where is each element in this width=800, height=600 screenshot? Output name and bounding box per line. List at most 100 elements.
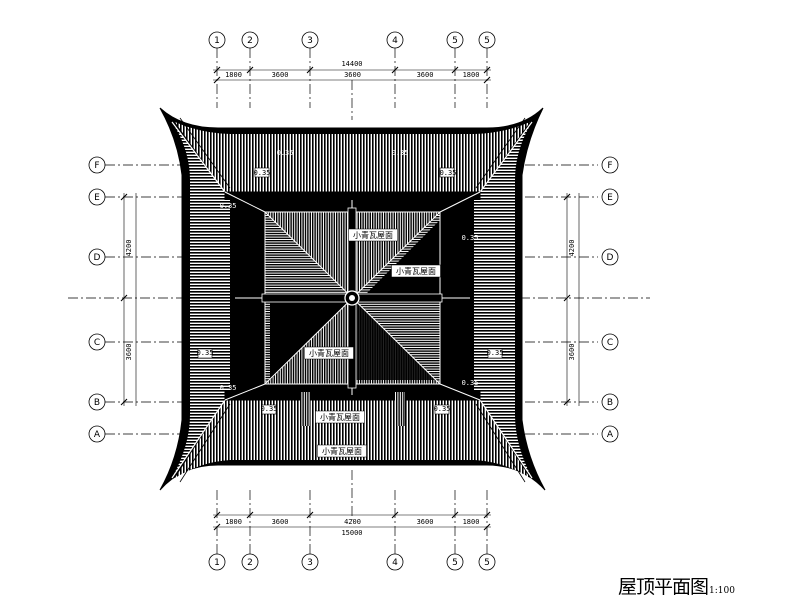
scale-text: 1:100	[709, 586, 735, 596]
axis-bubble-left-5: A	[88, 425, 106, 443]
dim-tick	[120, 398, 128, 406]
axis-bubble-left-2: D	[88, 248, 106, 266]
slope-note: 0.35	[434, 405, 451, 413]
axis-label: 5	[452, 36, 458, 46]
axis-bubble-top-5: 5	[478, 31, 496, 49]
axis-bubble-top-4: 5	[446, 31, 464, 49]
axis-bubble-bottom-1: 2	[241, 553, 259, 571]
dim-tick	[563, 193, 571, 201]
dim-top-segment: 1800	[225, 71, 242, 79]
axis-bubble-right-2: D	[601, 248, 619, 266]
roof-material-text: 小青瓦屋面	[353, 230, 393, 240]
dim-top-segment: 3600	[417, 71, 434, 79]
drawing-title: 屋顶平面图1:100	[618, 572, 735, 599]
axis-bubble-right-5: A	[601, 425, 619, 443]
axis-label: B	[94, 398, 100, 408]
axis-label: 1	[214, 558, 220, 568]
grid-lines	[68, 48, 650, 555]
dim-tick	[483, 523, 491, 531]
title-text: 屋顶平面图	[618, 576, 709, 598]
axis-label: B	[607, 398, 613, 408]
dim-right-segment: 3600	[568, 344, 576, 361]
roof-material-label: 小青瓦屋面	[391, 264, 441, 278]
slope-note: 0.35	[197, 349, 214, 357]
roof-material-text: 小青瓦屋面	[320, 412, 360, 422]
slope-note: 0.35	[440, 169, 457, 177]
axis-label: E	[607, 193, 613, 203]
dim-tick	[120, 193, 128, 201]
dim-tick	[306, 511, 314, 519]
roof-material-label: 小青瓦屋面	[315, 410, 365, 424]
slope-note: 0.35	[220, 202, 237, 210]
axis-label: A	[607, 430, 614, 440]
dim-tick	[391, 511, 399, 519]
axis-bubble-top-3: 4	[386, 31, 404, 49]
dim-tick	[483, 66, 491, 74]
axis-bubble-bottom-0: 1	[208, 553, 226, 571]
axis-label: 3	[307, 36, 313, 46]
roof-material-label: 小青瓦屋面	[304, 346, 354, 360]
dim-tick	[246, 66, 254, 74]
dim-right-segment: 4200	[568, 240, 576, 257]
dim-tick	[213, 76, 221, 84]
dim-tick	[483, 511, 491, 519]
dim-top-segment: 3600	[344, 71, 361, 79]
roof-material-text: 小青瓦屋面	[309, 348, 349, 358]
axis-bubble-right-4: B	[601, 393, 619, 411]
dim-top-segment: 1800	[463, 71, 480, 79]
dim-tick	[213, 511, 221, 519]
dim-tick	[451, 511, 459, 519]
axis-bubble-left-1: E	[88, 188, 106, 206]
dim-tick	[306, 66, 314, 74]
dimension-ticks	[120, 66, 571, 531]
slope-note: 0.35	[392, 149, 409, 157]
slope-note: 0.35	[462, 234, 479, 242]
axis-bubble-bottom-4: 5	[446, 553, 464, 571]
dim-top-segment: 3600	[272, 71, 289, 79]
axis-label: C	[94, 338, 100, 348]
dim-tick	[483, 76, 491, 84]
axis-label: 2	[247, 558, 253, 568]
roof-material-text: 小青瓦屋面	[396, 266, 436, 276]
slope-note: 0.35	[277, 149, 294, 157]
axis-label: 5	[452, 558, 458, 568]
axis-bubble-top-2: 3	[301, 31, 319, 49]
slope-note: 0.35	[261, 405, 278, 413]
axis-label: C	[607, 338, 613, 348]
dim-tick	[213, 66, 221, 74]
roof-material-text: 小青瓦屋面	[322, 446, 362, 456]
dimension-lines	[123, 69, 580, 528]
slope-note: 0.35	[462, 379, 479, 387]
slope-note: 0.35	[220, 384, 237, 392]
slope-note: 0.35	[487, 349, 504, 357]
axis-bubble-bottom-5: 5	[478, 553, 496, 571]
dim-tick	[213, 523, 221, 531]
axis-label: D	[607, 253, 614, 263]
dim-bottom-total: 15000	[341, 529, 362, 537]
axis-label: F	[607, 161, 612, 171]
axis-label: 2	[247, 36, 253, 46]
dim-left-segment: 3600	[125, 344, 133, 361]
slope-note: 0.35	[254, 169, 271, 177]
slope-annotations: 0.35 0.35 0.35 0.35 0.35 0.35 0.35 0.35 0.35 0.35…	[197, 149, 504, 413]
dim-tick	[563, 294, 571, 302]
dim-bottom-segment: 1800	[463, 518, 480, 526]
axis-label: 1	[214, 36, 220, 46]
dim-tick	[246, 511, 254, 519]
dim-top-total: 14400	[341, 60, 362, 68]
axis-bubble-left-3: C	[88, 333, 106, 351]
axis-bubble-left-4: B	[88, 393, 106, 411]
dimension-texts: 1800180036003600360042003600360018001800…	[125, 60, 576, 537]
axis-label: 5	[484, 36, 490, 46]
axis-bubble-bottom-3: 4	[386, 553, 404, 571]
axis-label: E	[94, 193, 100, 203]
dim-tick	[391, 66, 399, 74]
axis-bubble-top-0: 1	[208, 31, 226, 49]
axis-bubble-right-0: F	[601, 156, 619, 174]
axis-bubble-bottom-2: 3	[301, 553, 319, 571]
roof-material-label: 小青瓦屋面	[317, 444, 367, 458]
dim-tick	[120, 294, 128, 302]
dim-left-segment: 4200	[125, 240, 133, 257]
